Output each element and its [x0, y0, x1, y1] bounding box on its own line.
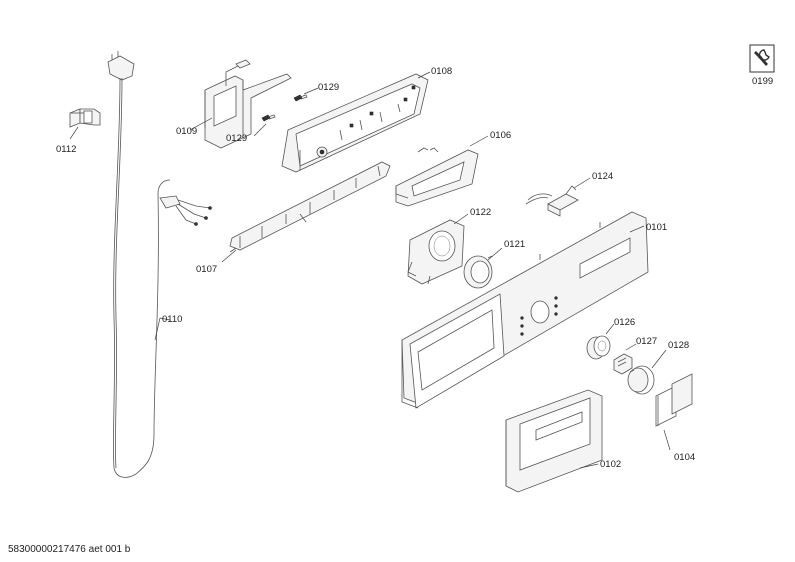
label-0107: 0107 — [196, 264, 217, 275]
label-0127: 0127 — [636, 336, 657, 347]
label-0128: 0128 — [668, 340, 689, 351]
label-0122: 0122 — [470, 207, 491, 218]
part-0109-mounting-bracket — [204, 59, 292, 149]
label-0110: 0110 — [162, 314, 182, 325]
label-0112: 0112 — [56, 144, 76, 155]
label-0104: 0104 — [674, 452, 695, 463]
part-0127-knob-insert — [613, 353, 633, 375]
label-0199: 0199 — [752, 76, 773, 87]
part-0126-knob — [586, 335, 611, 360]
label-0106: 0106 — [490, 130, 511, 141]
part-0124-sensor — [525, 185, 579, 217]
service-wrench-icon — [749, 44, 775, 73]
part-0106-display-frame — [395, 147, 479, 207]
label-0129-top: 0129 — [318, 82, 339, 93]
part-0129-screw-top — [293, 94, 308, 102]
part-0102-drawer-handle — [505, 389, 603, 493]
part-0110-power-cord — [107, 51, 212, 478]
label-0129-bottom: 0129 — [226, 133, 247, 144]
label-0101: 0101 — [646, 222, 667, 233]
part-0121-knob-ring — [463, 255, 493, 289]
part-0101-fascia-panel — [401, 211, 649, 409]
label-0102: 0102 — [600, 459, 621, 470]
label-0126: 0126 — [614, 317, 635, 328]
part-0108-control-module — [281, 73, 429, 173]
label-0121: 0121 — [504, 239, 525, 250]
part-0112-cable-clip — [69, 108, 101, 128]
label-0108: 0108 — [431, 66, 452, 77]
part-0129-screw-bottom — [261, 114, 276, 122]
part-0128-knob-cap — [627, 365, 655, 395]
label-0109: 0109 — [176, 126, 197, 137]
label-0124: 0124 — [592, 171, 613, 182]
part-0104-label-set — [655, 373, 693, 427]
part-0122-knob-holder — [407, 219, 465, 285]
part-0107-light-guide — [229, 161, 391, 253]
document-code: 58300000217476 aet 001 b — [8, 544, 131, 555]
